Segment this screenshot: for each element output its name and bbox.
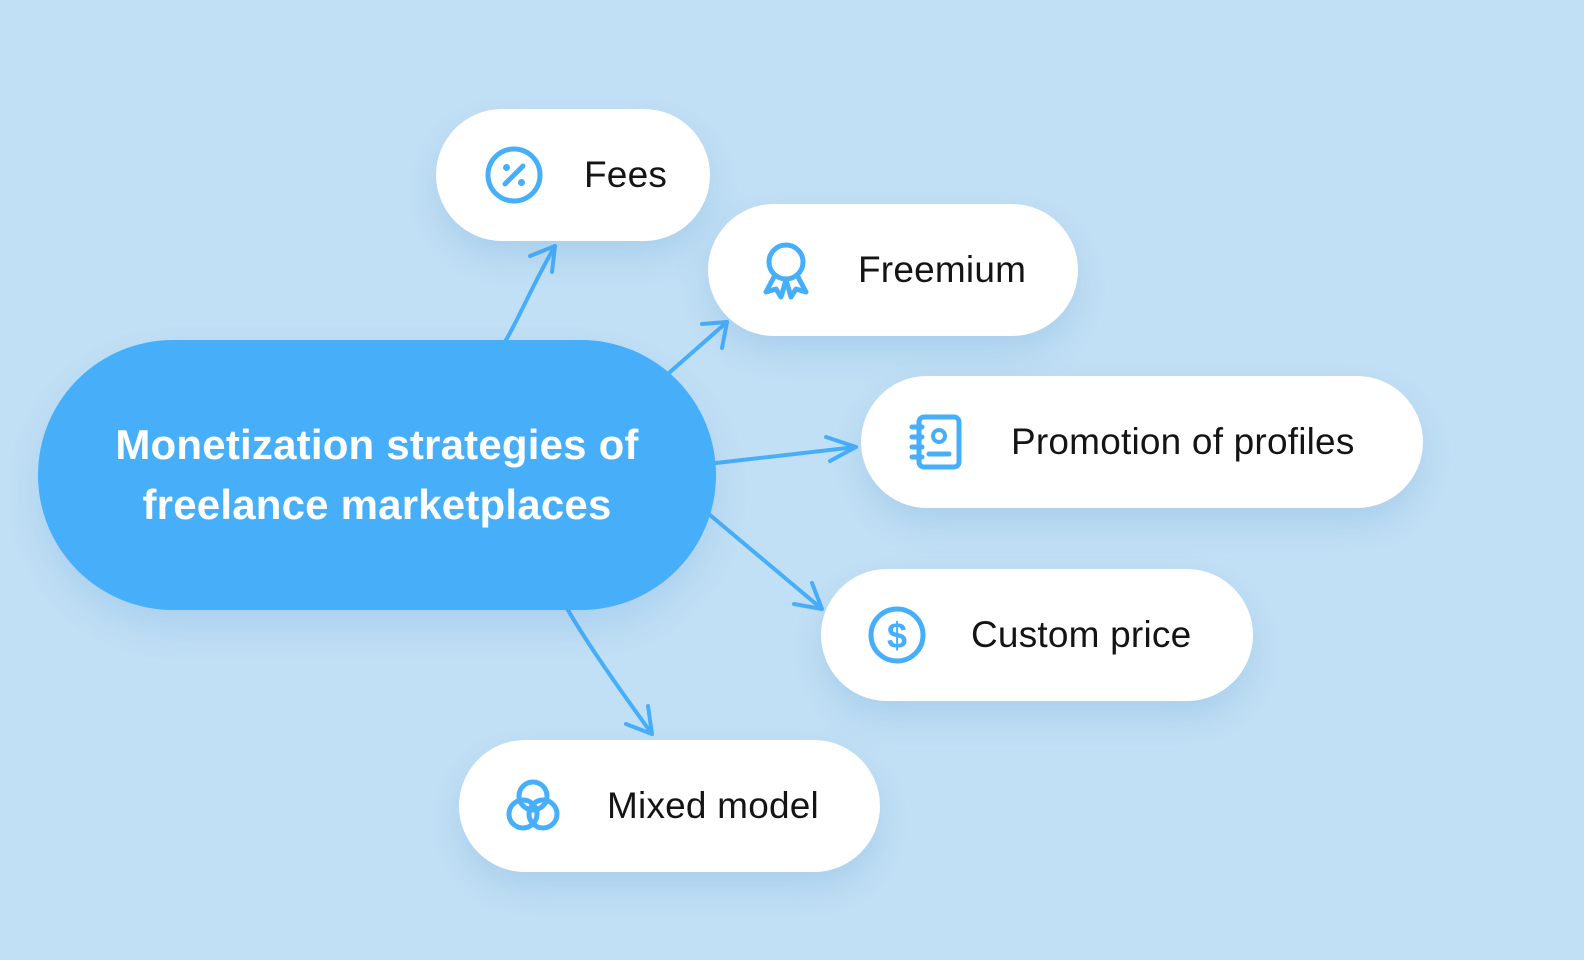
strategy-node-custom-price: $ Custom price — [821, 569, 1253, 701]
strategy-label: Custom price — [971, 614, 1192, 655]
venn-circles-icon — [501, 774, 565, 838]
dollar-icon: $ — [865, 603, 929, 667]
strategy-label: Fees — [584, 154, 668, 195]
central-topic-node: Monetization strategies of freelance mar… — [38, 340, 716, 610]
strategy-node-mixed-model: Mixed model — [459, 740, 880, 872]
svg-text:$: $ — [887, 615, 907, 656]
strategy-label: Promotion of profiles — [1011, 421, 1355, 462]
strategy-node-freemium: Freemium — [708, 204, 1078, 336]
arrow-to-freemium — [668, 320, 729, 374]
percent-icon — [482, 143, 546, 207]
strategy-node-fees: Fees — [436, 109, 710, 241]
arrow-to-promotion — [714, 435, 858, 465]
award-ribbon-icon — [754, 238, 818, 302]
arrow-to-custom-price — [708, 513, 824, 611]
strategy-node-promotion-of-profiles: Promotion of profiles — [861, 376, 1423, 508]
profile-book-icon — [905, 410, 969, 474]
arrow-to-mixed-model — [566, 608, 654, 736]
central-topic-title: Monetization strategies of freelance mar… — [115, 421, 639, 528]
strategy-label: Mixed model — [607, 785, 819, 826]
strategy-label: Freemium — [858, 249, 1027, 290]
arrow-to-fees — [504, 244, 557, 342]
